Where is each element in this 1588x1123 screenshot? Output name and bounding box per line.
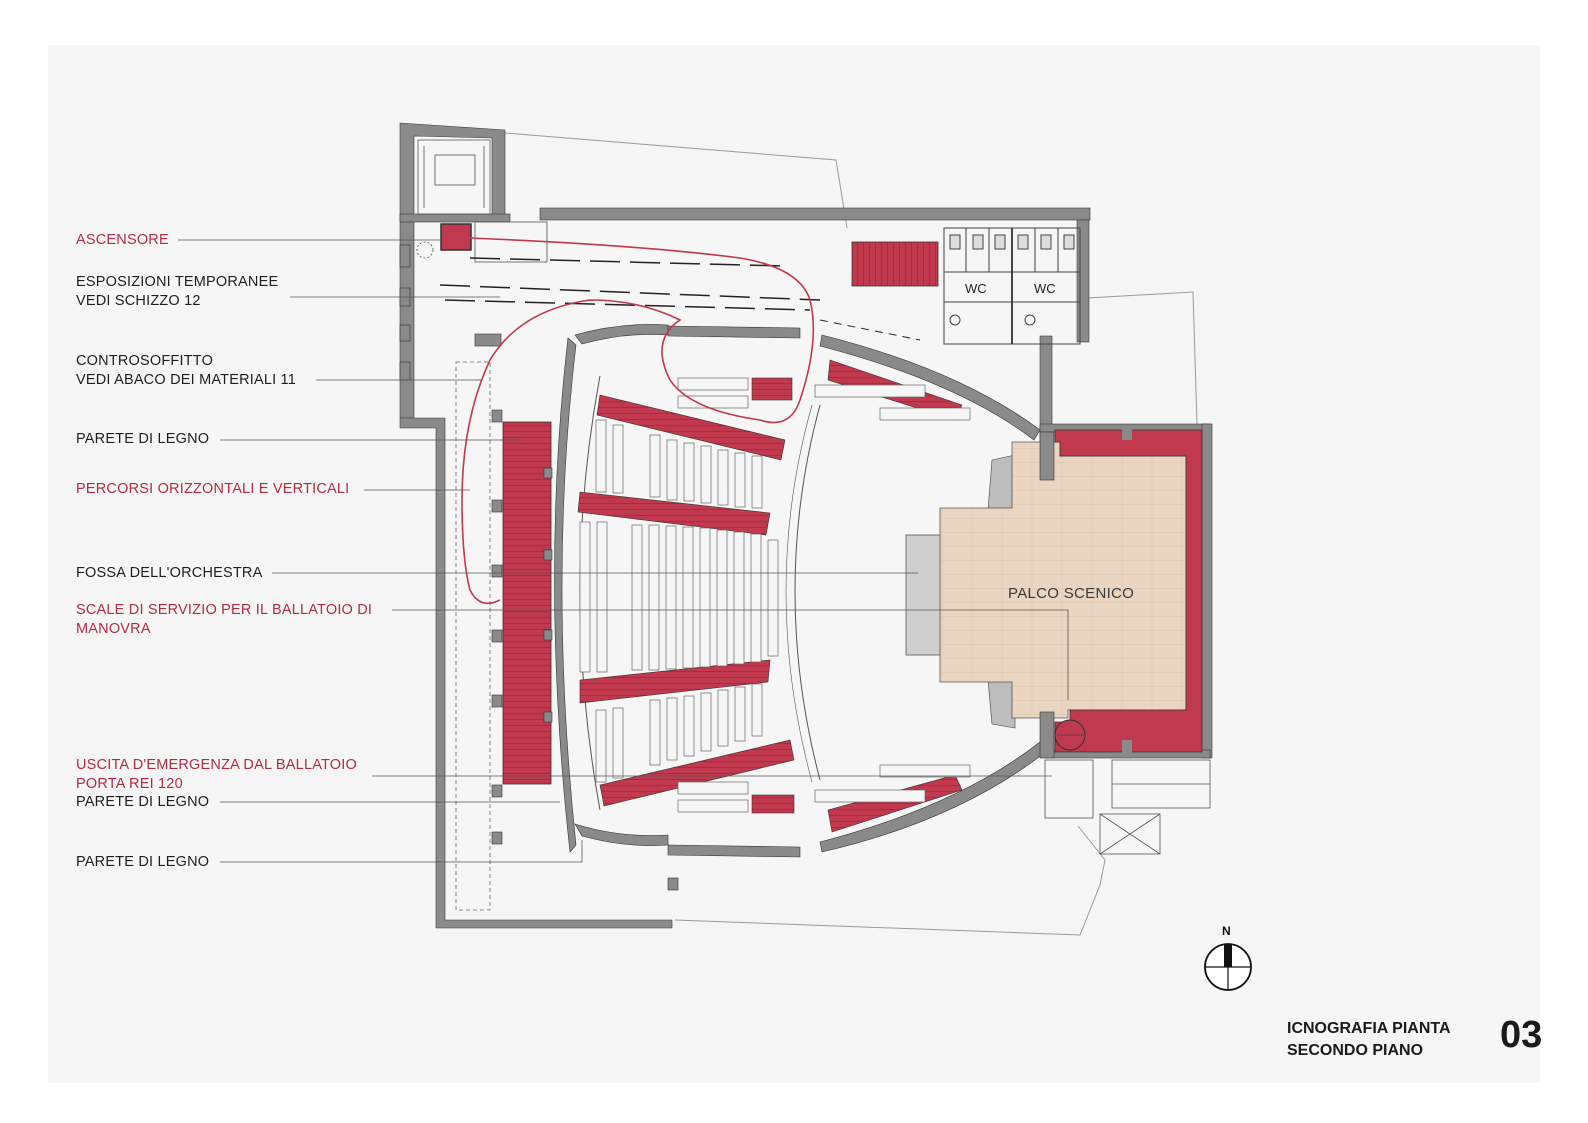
- legend-label-wood-wall-2: PARETE DI LEGNO: [76, 794, 210, 810]
- title-block: ICNOGRAFIA PIANTA SECONDO PIANO: [1287, 1018, 1451, 1062]
- exterior-stair: [1044, 759, 1211, 855]
- legend-label-wood-wall-1: PARETE DI LEGNO: [76, 431, 210, 447]
- proscenium: [1039, 431, 1055, 759]
- north-label: N: [1222, 924, 1231, 938]
- wc-label-2: WC: [1034, 281, 1056, 296]
- pillar: [1122, 426, 1132, 440]
- legend-label-ceiling: CONTROSOFFITTO VEDI ABACO DEI MATERIALI …: [76, 353, 297, 388]
- legend-label-wood-wall-3: PARETE DI LEGNO: [76, 854, 210, 870]
- leader-lines: [178, 239, 1069, 863]
- wc-block: [943, 227, 1081, 345]
- pillar: [1122, 740, 1132, 754]
- legend-label-routes: PERCORSI ORIZZONTALI E VERTICALI: [76, 481, 350, 497]
- sheet-number: 03: [1500, 1014, 1543, 1056]
- orchestra-pit: [905, 534, 943, 656]
- stage-stairs: [987, 454, 1016, 729]
- title-line-1: ICNOGRAFIA PIANTA: [1287, 1020, 1451, 1037]
- seating-aisles: [577, 359, 963, 833]
- site-outline: [504, 132, 1198, 936]
- north-arrow-icon: [1204, 943, 1252, 991]
- legend-label-emergency-exit: USCITA D'EMERGENZA DAL BALLATOIO PORTA R…: [76, 757, 357, 792]
- stage-floor: [939, 441, 1187, 719]
- service-stair-top: [851, 241, 939, 287]
- stage-label: PALCO SCENICO: [1008, 585, 1135, 602]
- backstage-surround: [1054, 429, 1203, 753]
- exhibition-lines: [439, 257, 921, 341]
- seat-rows: [579, 377, 971, 813]
- left-corridor: [399, 244, 679, 911]
- elevator-block: [440, 223, 472, 251]
- legend-label-elevator: ASCENSORE: [76, 232, 169, 248]
- wc-label-1: WC: [965, 281, 987, 296]
- legend-label-service-stairs: SCALE DI SERVIZIO PER IL BALLATOIO DI MA…: [76, 602, 373, 637]
- legend-label-exhibitions: ESPOSIZIONI TEMPORANEE VEDI SCHIZZO 12: [76, 274, 279, 309]
- legend-label-orchestra-pit: FOSSA DELL'ORCHESTRA: [76, 565, 263, 581]
- stair-core: [416, 139, 548, 263]
- title-line-2: SECONDO PIANO: [1287, 1042, 1424, 1059]
- route-line: [461, 237, 815, 605]
- auditorium-walls: [554, 324, 1049, 858]
